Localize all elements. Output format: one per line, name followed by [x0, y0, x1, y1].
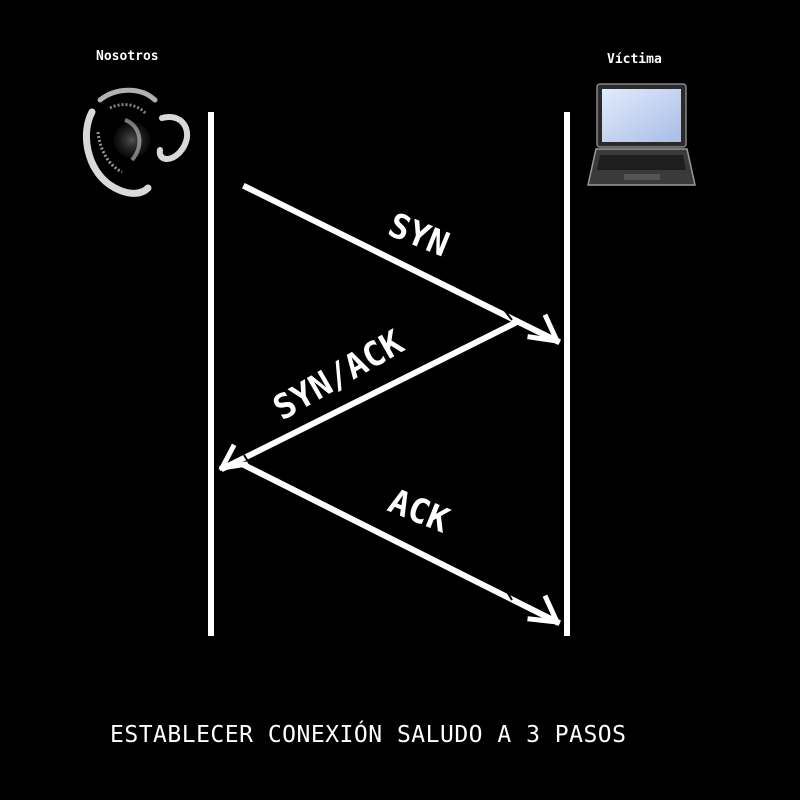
- message-label-ack: ACK: [383, 481, 455, 541]
- diagram-caption: ESTABLECER CONEXIÓN SALUDO A 3 PASOS: [110, 722, 627, 748]
- laptop-icon: [588, 84, 695, 185]
- message-label-syn: SYN: [383, 205, 455, 265]
- hacker-logo-icon: [86, 90, 187, 193]
